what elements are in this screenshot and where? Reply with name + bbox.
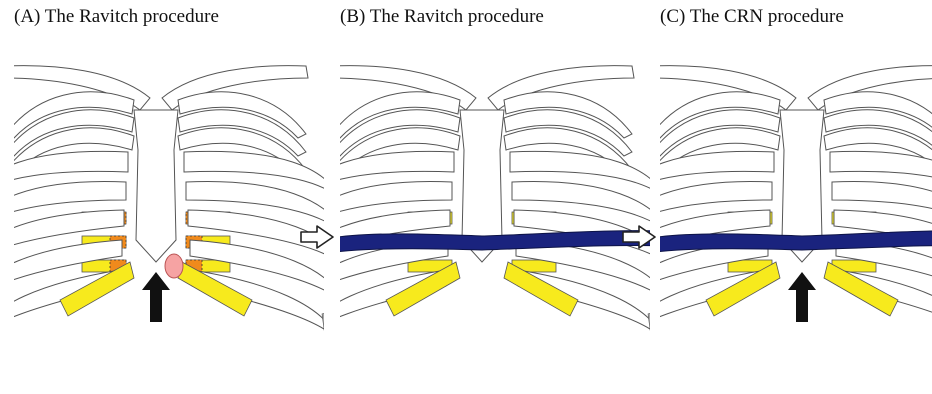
panel-a: (A) The Ravitch procedure — [14, 0, 324, 394]
up-arrow-icon — [142, 272, 170, 322]
xiphoid — [165, 254, 183, 278]
up-arrow-icon — [788, 272, 816, 322]
sternum — [134, 110, 178, 262]
rib-cage — [660, 66, 932, 344]
rib-cage-diagram — [340, 0, 650, 394]
panel-c: (C) The CRN procedure — [660, 0, 932, 394]
rib-cage-diagram — [660, 0, 932, 394]
rib-cage — [14, 66, 324, 344]
right-outline-arrow-icon — [621, 224, 657, 250]
rib-cage — [340, 66, 650, 344]
panel-b: (B) The Ravitch procedure — [340, 0, 650, 394]
rib-cage-diagram — [14, 0, 324, 394]
right-outline-arrow-icon — [299, 224, 335, 250]
